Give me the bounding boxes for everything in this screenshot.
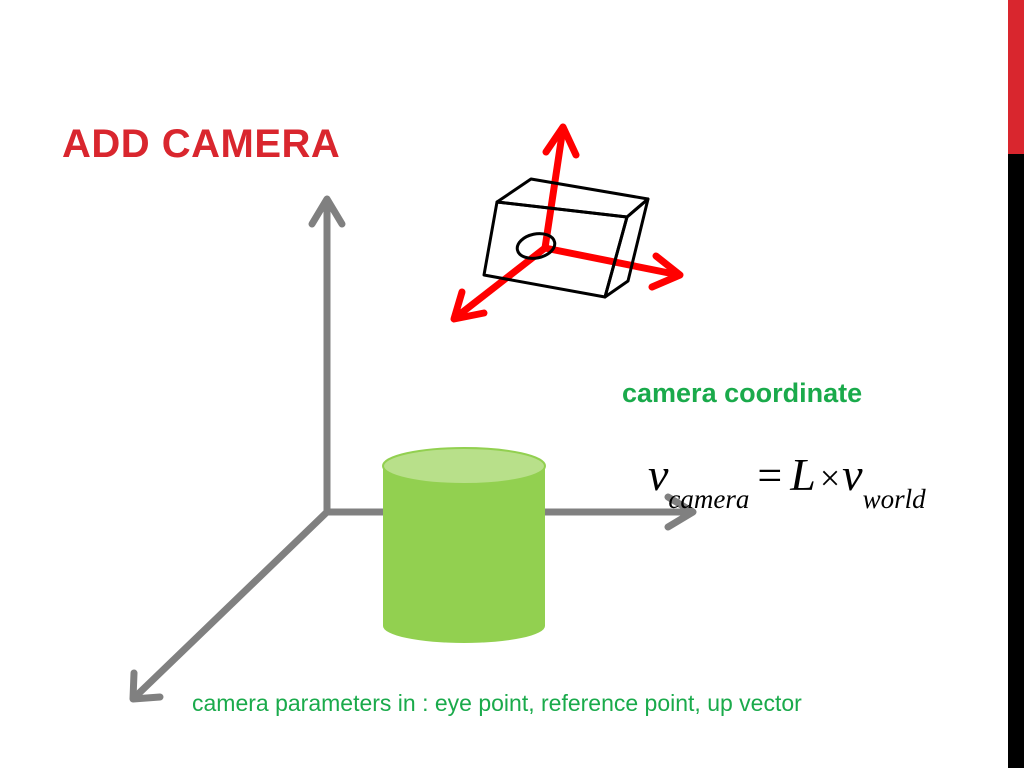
camera-lens-icon xyxy=(515,232,557,260)
camera-back-arrowhead xyxy=(450,288,488,323)
equation-lhs-variable: v xyxy=(648,449,669,500)
equation-matrix-symbol: L xyxy=(790,449,816,500)
world-z-arrowhead xyxy=(129,669,164,703)
equation-rhs-subscript: world xyxy=(862,484,926,514)
equation-rhs-variable: v xyxy=(842,449,863,500)
equation-times-sign: × xyxy=(819,458,841,498)
camera-right-axis xyxy=(541,244,683,279)
camera-up-arrowhead xyxy=(542,123,580,159)
camera-box-side-face xyxy=(603,197,650,299)
camera-right-arrowhead xyxy=(648,252,684,291)
camera-box-icon xyxy=(482,177,650,299)
camera-coordinate-label: camera coordinate xyxy=(622,378,863,408)
equation-equals-sign: = xyxy=(757,451,783,500)
side-accent-red-bar xyxy=(1008,0,1024,154)
camera-parameters-caption: camera parameters in : eye point, refere… xyxy=(192,690,802,716)
camera-up-axis xyxy=(541,124,567,252)
transform-equation: vcamera=L×vworld xyxy=(648,448,926,514)
side-accent-black-bar xyxy=(1008,154,1024,768)
world-y-arrowhead xyxy=(308,195,346,228)
slide-title: ADD CAMERA xyxy=(62,122,341,166)
world-z-axis xyxy=(130,508,331,702)
cylinder-object-icon xyxy=(382,447,546,643)
world-x-arrowhead xyxy=(664,493,697,531)
equation-lhs-subscript: camera xyxy=(668,484,750,514)
